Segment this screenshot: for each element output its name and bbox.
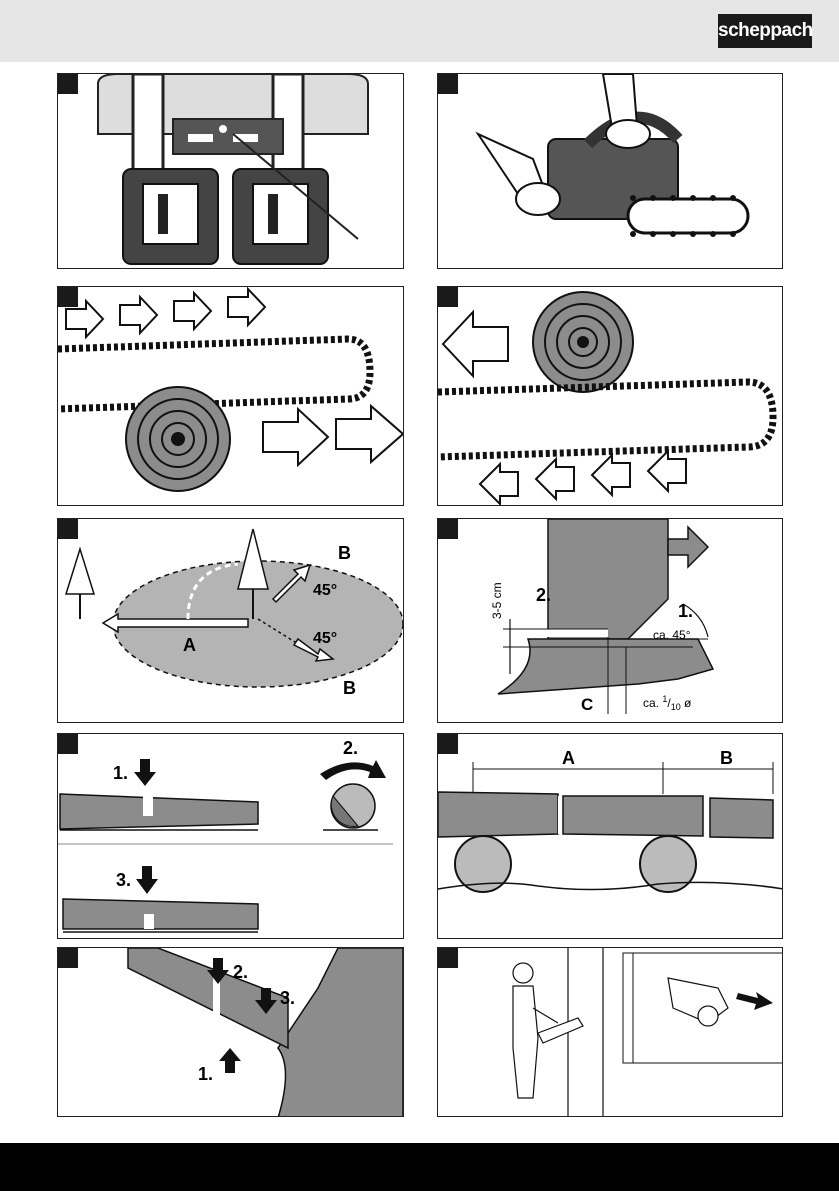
label-b-bottom: B xyxy=(343,678,356,698)
figure-panel-9: 2. 3. 1. xyxy=(57,947,404,1117)
step-2: 2. xyxy=(343,738,358,758)
chain-direction-top-illustration xyxy=(58,287,404,506)
footer-bar xyxy=(0,1143,839,1191)
step-3: 3. xyxy=(116,870,131,890)
felling-zone-illustration: B 45° A 45° B xyxy=(58,519,404,723)
figure-panel-1 xyxy=(57,73,404,269)
brand-logo: scheppach xyxy=(718,14,812,48)
step-1: 1. xyxy=(678,601,693,621)
angle-top: 45° xyxy=(313,582,337,599)
felling-cut-illustration: 2. 1. 3-5 cm ca. 45° C ca. 1/10 ø xyxy=(438,519,783,723)
figure-panel-4 xyxy=(437,286,783,506)
label-a: A xyxy=(183,635,196,655)
battery-slots-illustration xyxy=(58,74,404,269)
depth-symbol: ø xyxy=(681,696,692,710)
label-a: A xyxy=(562,748,575,768)
angle-bottom: 45° xyxy=(313,630,337,647)
dimension-height: 3-5 cm xyxy=(490,582,504,619)
chainsaw-grip-illustration xyxy=(438,74,783,269)
angle-label: ca. 45° xyxy=(653,628,691,642)
label-b-top: B xyxy=(338,543,351,563)
figure-panel-7: 1. 2. 3. xyxy=(57,733,404,939)
depth-label: ca. 1/10 ø xyxy=(643,694,692,712)
figure-panel-3 xyxy=(57,286,404,506)
step-3: 3. xyxy=(280,988,295,1008)
step-1: 1. xyxy=(198,1064,213,1084)
log-cutting-sequence-illustration: 1. 2. 3. xyxy=(58,734,404,939)
depth-denominator: 10 xyxy=(671,702,681,712)
figure-panel-5: B 45° A 45° B xyxy=(57,518,404,723)
figure-panel-6: 2. 1. 3-5 cm ca. 45° C ca. 1/10 ø xyxy=(437,518,783,723)
label-b: B xyxy=(720,748,733,768)
header-bar xyxy=(0,0,839,62)
step-2: 2. xyxy=(536,585,551,605)
operator-at-tree-illustration xyxy=(438,948,783,1117)
branch-cutting-illustration: 2. 3. 1. xyxy=(58,948,404,1117)
depth-prefix: ca. xyxy=(643,696,662,710)
figure-panel-8: A B xyxy=(437,733,783,939)
chain-direction-bottom-illustration xyxy=(438,287,783,506)
figure-panel-10 xyxy=(437,947,783,1117)
step-2: 2. xyxy=(233,962,248,982)
step-1: 1. xyxy=(113,763,128,783)
label-c: C xyxy=(581,695,593,714)
figure-panel-2 xyxy=(437,73,783,269)
log-segmentation-illustration: A B xyxy=(438,734,783,939)
